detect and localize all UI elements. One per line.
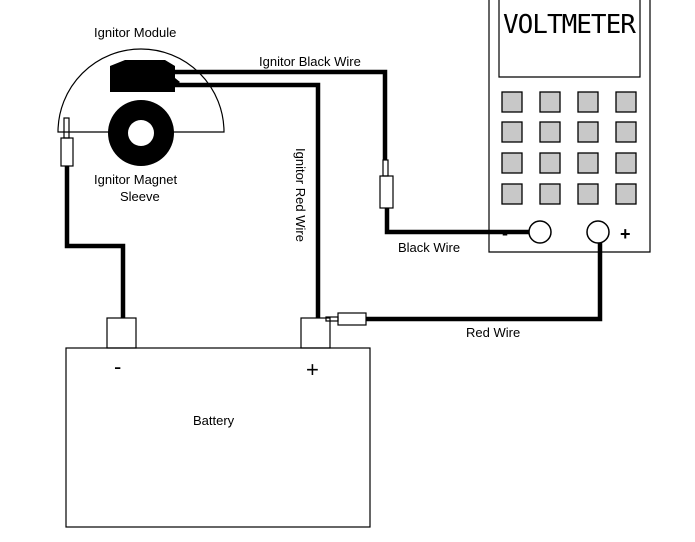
- voltmeter-key-14[interactable]: [539, 183, 561, 205]
- voltmeter-key-12[interactable]: [615, 152, 637, 174]
- voltmeter-key-10[interactable]: [539, 152, 561, 174]
- voltmeter-body: [488, 0, 651, 253]
- voltmeter-screen: [498, 0, 641, 78]
- voltmeter-keypad: [501, 91, 637, 205]
- ignitor-black-wire-label: Ignitor Black Wire: [259, 54, 361, 69]
- voltmeter-key-3[interactable]: [577, 91, 599, 113]
- battery-negative-terminal: [106, 317, 137, 349]
- ignitor-module-label: Ignitor Module: [94, 25, 176, 40]
- battery-body: [65, 347, 371, 528]
- battery: - + Battery: [65, 317, 371, 528]
- voltmeter-key-9[interactable]: [501, 152, 523, 174]
- red-wire-label: Red Wire: [466, 325, 520, 340]
- ignitor-module-block: [110, 60, 180, 92]
- battery-positive-sign: +: [306, 357, 319, 382]
- ignitor-magnet-sleeve-label-2: Sleeve: [120, 189, 160, 204]
- ignitor-magnet-hole: [128, 120, 154, 146]
- black-wire: [384, 208, 529, 235]
- voltmeter-positive-jack[interactable]: [586, 220, 610, 244]
- voltmeter-key-11[interactable]: [577, 152, 599, 174]
- voltmeter-key-8[interactable]: [615, 121, 637, 143]
- voltmeter-key-2[interactable]: [539, 91, 561, 113]
- voltmeter-positive-sign: +: [620, 224, 631, 244]
- ignitor-left-connector: [60, 117, 74, 167]
- ignitor-black-wire: [175, 69, 388, 160]
- ignitor-red-wire-label: Ignitor Red Wire: [293, 148, 308, 242]
- voltmeter-key-1[interactable]: [501, 91, 523, 113]
- voltmeter-display: VOLTMETER: [503, 10, 636, 40]
- voltmeter-key-13[interactable]: [501, 183, 523, 205]
- voltmeter-key-16[interactable]: [615, 183, 637, 205]
- battery-label: Battery: [193, 413, 235, 428]
- ignitor-housing-arc: [57, 48, 225, 133]
- voltmeter-key-6[interactable]: [539, 121, 561, 143]
- battery-positive-terminal: [300, 317, 331, 349]
- black-wire-label: Black Wire: [398, 240, 460, 255]
- ignitor-magnet-sleeve-label: Ignitor Magnet: [94, 172, 177, 187]
- voltmeter-key-15[interactable]: [577, 183, 599, 205]
- red-wire-connector: [325, 312, 367, 326]
- ignitor-module: [57, 48, 225, 166]
- voltmeter-negative-sign: -: [502, 223, 508, 243]
- red-wire: [366, 232, 603, 322]
- voltmeter-key-5[interactable]: [501, 121, 523, 143]
- voltmeter: VOLTMETER - +: [488, 0, 651, 253]
- ignitor-red-wire: [175, 82, 321, 318]
- voltmeter-negative-jack[interactable]: [528, 220, 552, 244]
- black-wire-connector: [379, 159, 394, 209]
- voltmeter-key-4[interactable]: [615, 91, 637, 113]
- ground-wire: [64, 166, 126, 318]
- battery-negative-sign: -: [114, 354, 121, 379]
- voltmeter-key-7[interactable]: [577, 121, 599, 143]
